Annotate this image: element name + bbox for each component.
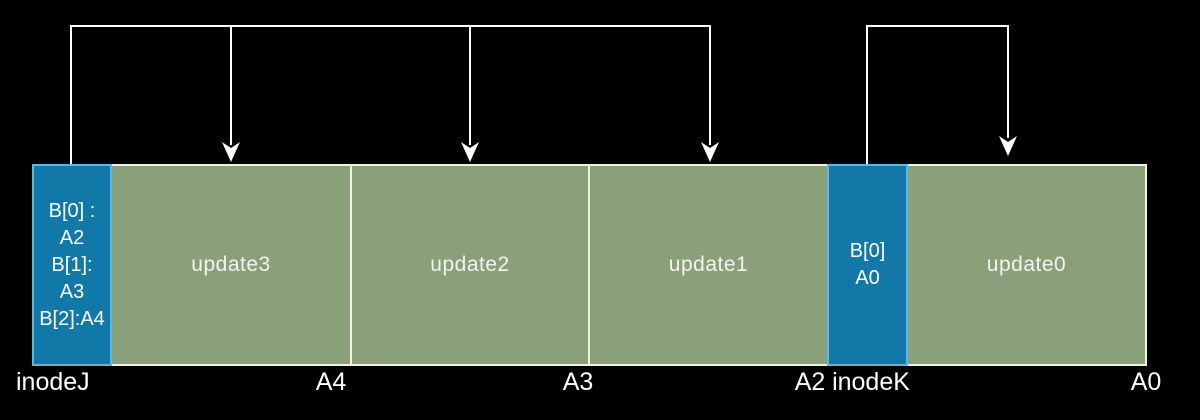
arrow-line-update3: [230, 25, 232, 145]
connector-inodek-up: [866, 25, 868, 164]
arrowhead-update1-icon: [701, 142, 719, 162]
arrowhead-update3-icon: [222, 142, 240, 162]
axis-label-a0: A0: [1130, 368, 1162, 396]
block-inodej: B[0] : A2 B[1]: A3 B[2]:A4: [32, 164, 112, 366]
update0-label: update0: [986, 253, 1067, 276]
axis-label-inodej: inodeJ: [16, 368, 90, 396]
connector-inodej-up: [70, 25, 72, 164]
inodej-line-3: B[1]:: [51, 253, 93, 276]
block-update1: update1: [588, 164, 829, 366]
inodek-pointer-list: B[0] A0: [829, 238, 906, 292]
inodej-line-1: B[0] :: [48, 199, 96, 222]
arrowhead-update2-icon: [461, 142, 479, 162]
arrow-line-update1: [709, 25, 711, 145]
inodej-line-2: A2: [59, 226, 85, 249]
connector-rail-inodek: [866, 25, 1009, 27]
block-update2: update2: [350, 164, 590, 366]
connector-rail-inodej: [70, 25, 711, 27]
block-update3: update3: [110, 164, 352, 366]
inodek-line-1: B[0]: [849, 240, 886, 262]
block-update0: update0: [906, 164, 1147, 366]
axis-label-inodek: inodeK: [832, 368, 910, 396]
update2-label: update2: [430, 253, 510, 276]
axis-label-a4: A4: [315, 368, 347, 396]
axis-label-a3: A3: [562, 368, 594, 396]
arrow-line-update0: [1007, 25, 1009, 138]
block-inodek: B[0] A0: [827, 164, 908, 366]
update1-label: update1: [668, 253, 749, 276]
axis-label-a2: A2: [794, 368, 826, 396]
inodej-line-4: A3: [59, 280, 85, 303]
arrowhead-update0-icon: [999, 136, 1017, 156]
arrow-line-update2: [469, 25, 471, 145]
inodek-line-2: A0: [855, 267, 880, 289]
inodej-line-5: B[2]:A4: [39, 307, 105, 330]
update3-label: update3: [191, 253, 271, 276]
inodej-pointer-list: B[0] : A2 B[1]: A3 B[2]:A4: [34, 198, 110, 333]
